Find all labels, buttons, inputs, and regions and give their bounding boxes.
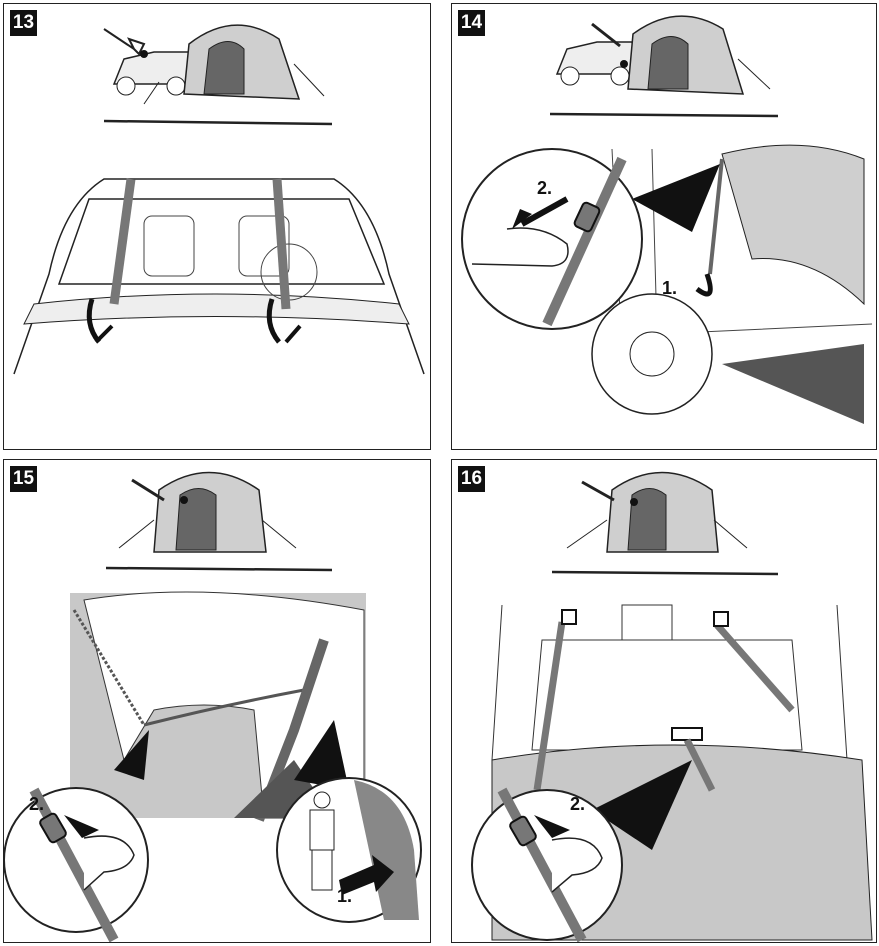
step-label-2: 2. (29, 794, 44, 814)
overview-car-tent-icon (103, 24, 325, 105)
step-13-illustration (13, 24, 425, 375)
step-16-illustration: 2. (471, 471, 873, 942)
step-label-1: 1. (337, 886, 352, 906)
overview-car-tent-icon (555, 15, 771, 95)
step-14-panel: 14 1. 2. (451, 3, 877, 450)
step-number-badge: 13 (10, 10, 37, 36)
step-15-illustration: 2. 1. (4, 471, 422, 942)
trunk-straps-illustration: 2. (471, 604, 873, 942)
step-label-2: 2. (537, 178, 552, 198)
overview-tent-icon (118, 471, 297, 553)
step-number-badge: 15 (10, 466, 37, 492)
overview-tent-icon (566, 471, 748, 553)
step-15-panel: 15 2. (3, 459, 431, 943)
step-number-badge: 14 (458, 10, 485, 36)
step-label-1: 1. (662, 278, 677, 298)
step-13-panel: 13 (3, 3, 431, 450)
step-label-2: 2. (570, 794, 585, 814)
tent-attachment-illustration: 2. 1. (4, 591, 422, 942)
rear-wheel-strap-illustration: 1. 2. (461, 144, 873, 424)
step-14-illustration: 1. 2. (461, 15, 873, 424)
windshield-straps-illustration (13, 178, 425, 375)
step-number-badge: 16 (458, 466, 485, 492)
step-16-panel: 16 2. (451, 459, 877, 943)
